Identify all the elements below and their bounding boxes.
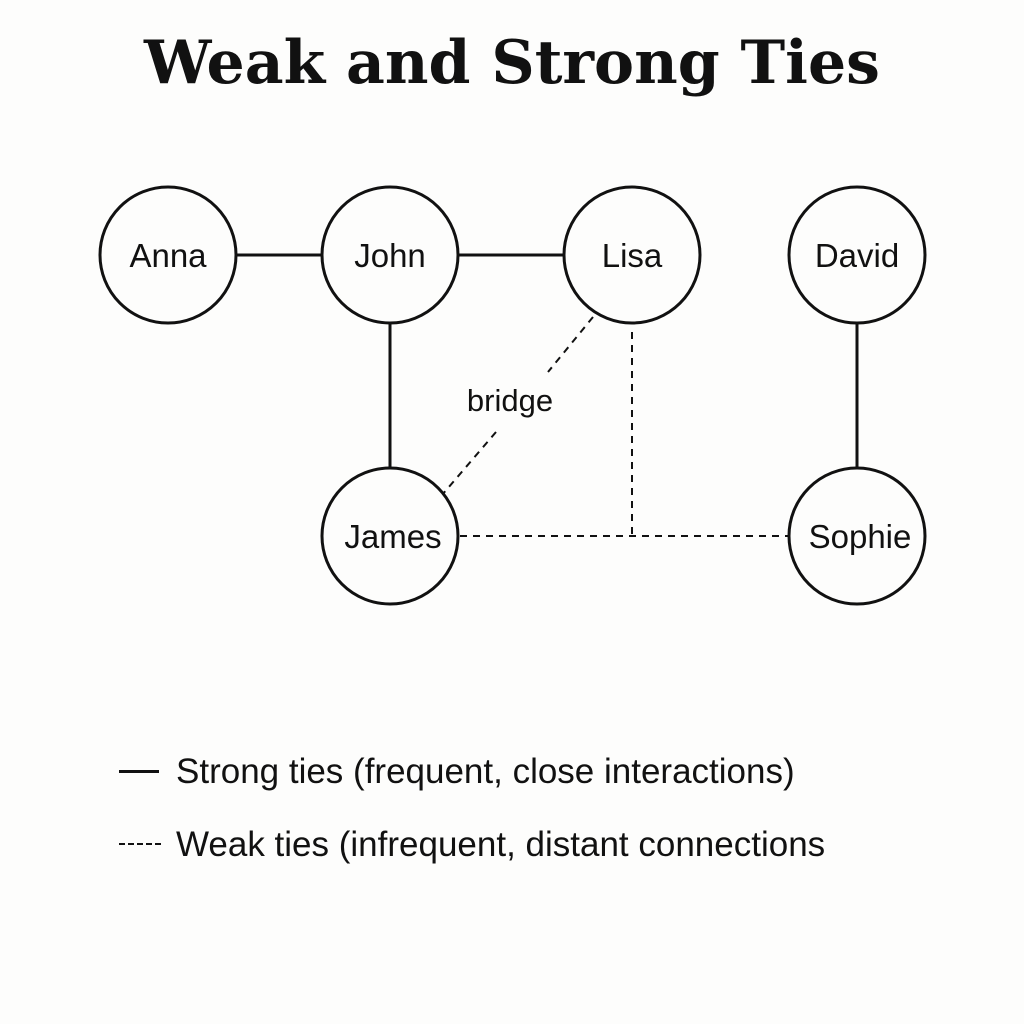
node-john: John — [320, 185, 460, 325]
node-sophie: Sophie — [787, 466, 927, 606]
node-label: David — [815, 237, 899, 274]
node-label: John — [354, 237, 426, 274]
legend-weak-label: Weak ties (infrequent, distant connectio… — [176, 825, 826, 864]
node-james: James — [320, 466, 460, 606]
node-lisa: Lisa — [562, 185, 702, 325]
node-label: Anna — [129, 237, 207, 274]
edge-lisa-james-bridge — [547, 316, 594, 373]
legend-strong-swatch — [119, 770, 159, 773]
bridge-label: bridge — [467, 383, 553, 418]
legend-strong-label: Strong ties (frequent, close interaction… — [176, 752, 795, 791]
node-label: Sophie — [809, 518, 912, 555]
node-anna: Anna — [98, 185, 238, 325]
legend-weak-swatch — [119, 843, 161, 845]
node-label: Lisa — [602, 237, 663, 274]
node-david: David — [787, 185, 927, 325]
node-label: James — [344, 518, 441, 555]
edge-lisa-james-bridge — [441, 431, 497, 496]
diagram-title: Weak and Strong Ties — [144, 28, 880, 98]
